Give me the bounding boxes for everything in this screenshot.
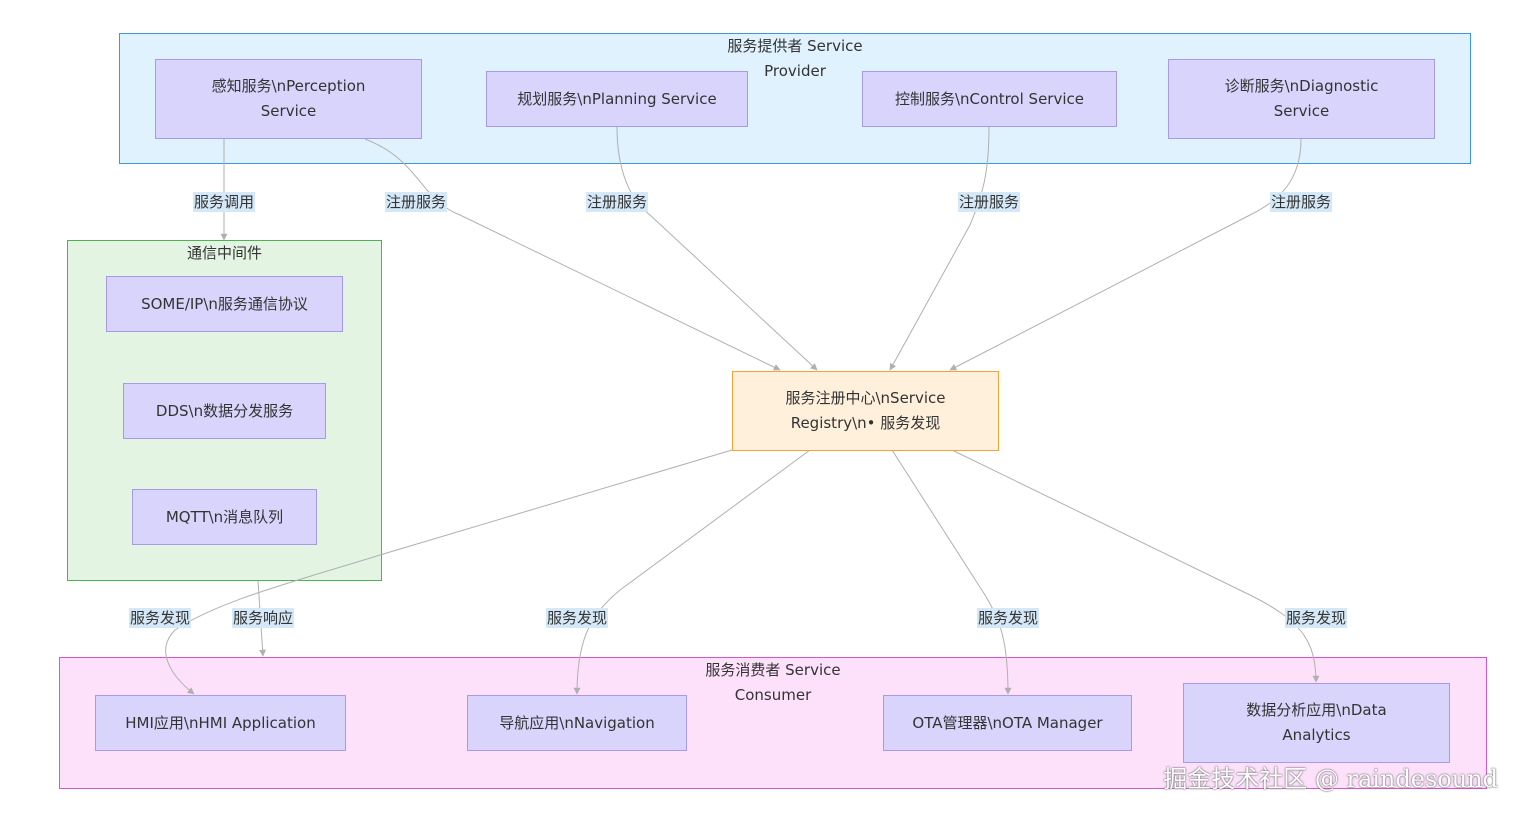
control-service-label: 控制服务\nControl Service xyxy=(895,89,1084,108)
edge-registry-analytics xyxy=(951,449,1320,683)
planning-service-label: 规划服务\nPlanning Service xyxy=(517,89,717,108)
hmi-application-label: HMI应用\nHMI Application xyxy=(125,713,316,732)
edge-label-register-perception: 注册服务 xyxy=(384,192,448,212)
data-analytics-node: 数据分析应用\nData Analytics xyxy=(1183,683,1450,763)
perception-service-node: 感知服务\nPerception Service xyxy=(155,59,422,139)
edge-label-discovery-ota: 服务发现 xyxy=(976,608,1040,628)
edge-perception-register xyxy=(364,138,781,371)
control-service-node: 控制服务\nControl Service xyxy=(862,71,1117,127)
service-registry-node: 服务注册中心\nService Registry\n• 服务发现 xyxy=(732,371,999,451)
dds-node: DDS\n数据分发服务 xyxy=(123,383,326,439)
provider-cluster-title: 服务提供者 Service Provider xyxy=(727,37,863,80)
edge-label-discovery-navigation: 服务发现 xyxy=(545,608,609,628)
mqtt-node: MQTT\n消息队列 xyxy=(132,489,317,545)
edge-label-discovery-analytics: 服务发现 xyxy=(1284,608,1348,628)
dds-label: DDS\n数据分发服务 xyxy=(155,401,294,420)
edge-label-register-control: 注册服务 xyxy=(957,192,1021,212)
data-analytics-label: 数据分析应用\nData Analytics xyxy=(1246,701,1387,744)
edge-label-register-planning: 注册服务 xyxy=(585,192,649,212)
mqtt-label: MQTT\n消息队列 xyxy=(165,507,284,526)
diagnostic-service-node: 诊断服务\nDiagnostic Service xyxy=(1168,59,1435,139)
hmi-application-node: HMI应用\nHMI Application xyxy=(95,695,346,751)
someip-label: SOME/IP\n服务通信协议 xyxy=(141,294,308,313)
someip-node: SOME/IP\n服务通信协议 xyxy=(106,276,343,332)
edge-label-invoke: 服务调用 xyxy=(192,192,256,212)
middleware-cluster-title: 通信中间件 xyxy=(186,244,262,262)
planning-service-node: 规划服务\nPlanning Service xyxy=(486,71,748,127)
ota-manager-node: OTA管理器\nOTA Manager xyxy=(883,695,1132,751)
navigation-label: 导航应用\nNavigation xyxy=(499,713,655,732)
navigation-node: 导航应用\nNavigation xyxy=(467,695,687,751)
perception-service-label: 感知服务\nPerception Service xyxy=(211,77,366,120)
service-registry-label: 服务注册中心\nService Registry\n• 服务发现 xyxy=(785,389,946,432)
edge-label-register-diagnostic: 注册服务 xyxy=(1269,192,1333,212)
ota-manager-label: OTA管理器\nOTA Manager xyxy=(912,713,1103,732)
edge-diagnostic-register xyxy=(949,138,1302,371)
edge-label-response: 服务响应 xyxy=(231,608,295,628)
edge-label-discovery-hmi: 服务发现 xyxy=(128,608,192,628)
diagnostic-service-label: 诊断服务\nDiagnostic Service xyxy=(1224,77,1379,120)
watermark: 掘金技术社区 @ raindesound xyxy=(1163,765,1498,793)
